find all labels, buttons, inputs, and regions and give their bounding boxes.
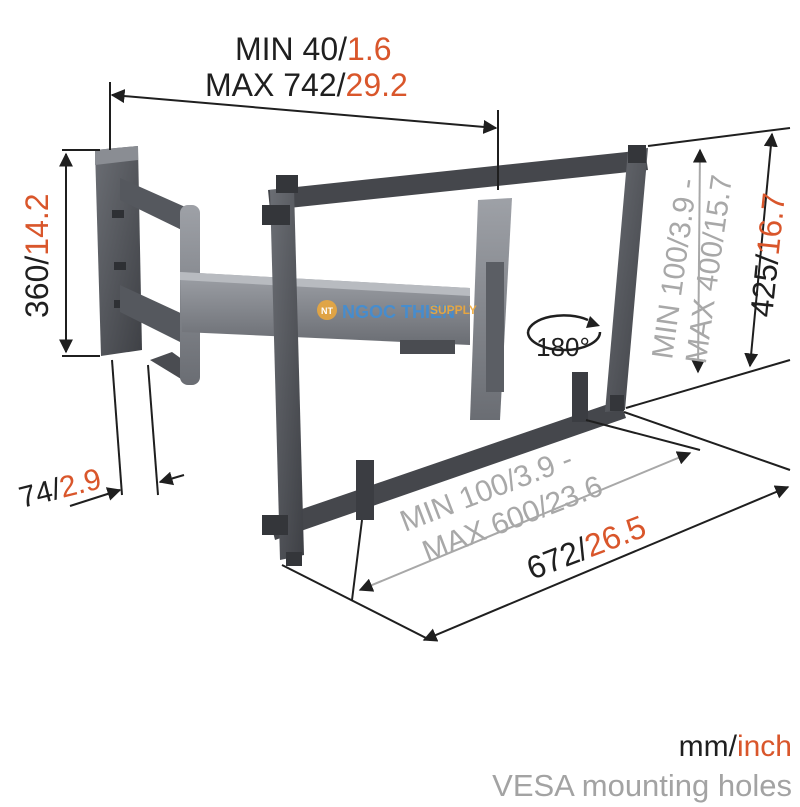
- rotation-indicator: 180°: [526, 314, 602, 362]
- arm-height-in: 14.2: [19, 193, 55, 255]
- svg-text:360/14.2: 360/14.2: [19, 193, 55, 318]
- units-mm: mm/: [678, 730, 737, 763]
- svg-text:425/16.7: 425/16.7: [743, 191, 792, 319]
- vesa-vertical-label: MIN 100/3.9 - MAX 400/15.7: [646, 173, 739, 366]
- brand-logo-icon: [317, 300, 337, 320]
- svg-text:MIN 40/1.6: MIN 40/1.6: [235, 31, 392, 67]
- depth-max-in: 29.2: [346, 67, 408, 103]
- depth-min: MIN 40/: [235, 31, 347, 67]
- svg-text:MAX 742/29.2: MAX 742/29.2: [205, 67, 408, 103]
- vesa-legend: VESA mounting holes: [492, 768, 792, 803]
- wall-plate: [95, 146, 142, 356]
- svg-text:74/2.9: 74/2.9: [16, 463, 105, 515]
- units-legend: mm/inch: [679, 730, 792, 764]
- frame-width-in: 26.5: [580, 508, 651, 564]
- depth-max: MAX 742/: [205, 67, 346, 103]
- rotation-label: 180°: [536, 332, 590, 362]
- arm-height-mm: 360/: [19, 256, 55, 318]
- brand-watermark: NT NGOC THIEN SUPPLY: [317, 300, 477, 322]
- arm-height-label: 360/14.2: [19, 193, 55, 318]
- rotate-arrow-icon: [526, 331, 602, 352]
- frame-height-label: 425/16.7: [743, 191, 792, 319]
- brand-logo-text: NT: [321, 306, 333, 316]
- dimension-lines: [59, 82, 791, 642]
- frame-height-mm: 425/: [743, 253, 785, 319]
- wall-depth-label: 74/2.9: [16, 463, 105, 515]
- units-inch: inch: [736, 730, 792, 763]
- wall-depth-in: 2.9: [56, 463, 104, 505]
- brand-name: NGOC THIEN: [342, 302, 455, 322]
- depth-min-in: 1.6: [347, 31, 391, 67]
- brand-sub: SUPPLY: [430, 303, 477, 317]
- frame-height-in: 16.7: [750, 191, 792, 257]
- depth-label: MIN 40/1.6 MAX 742/29.2: [205, 31, 408, 103]
